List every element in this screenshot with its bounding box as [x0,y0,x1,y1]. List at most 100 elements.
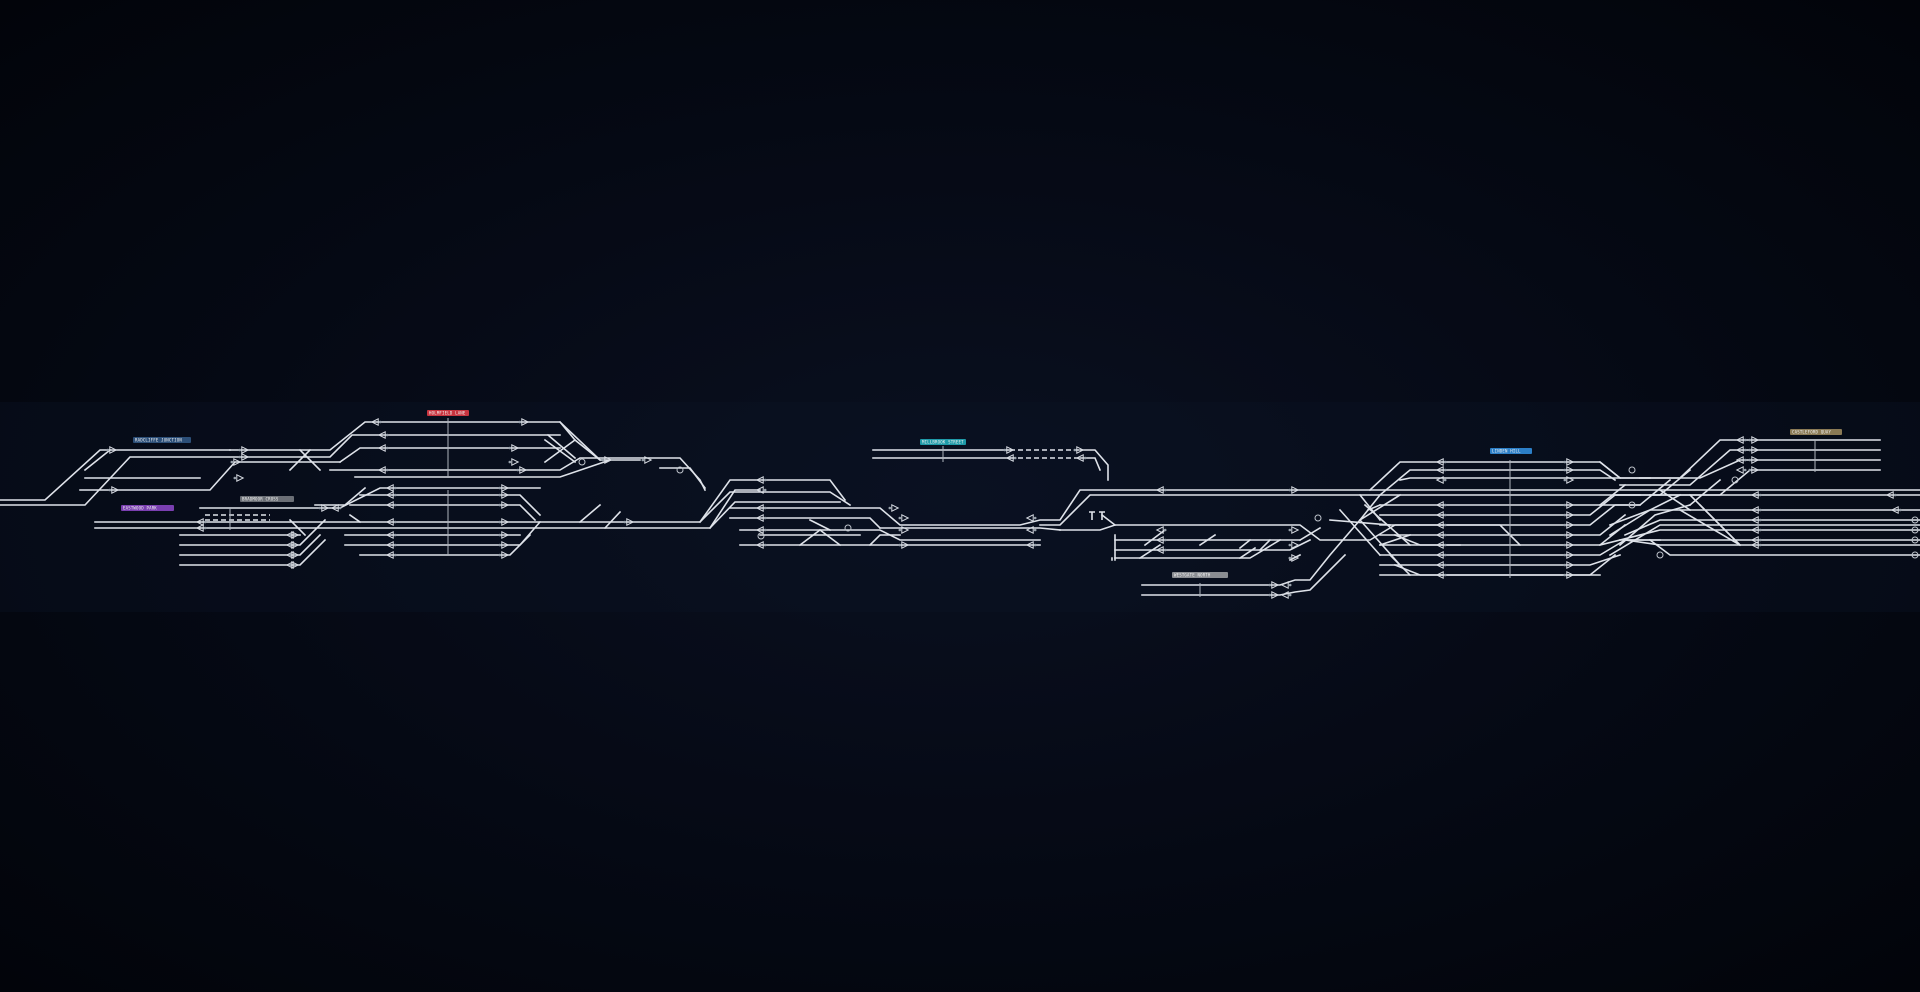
signal-icon [1075,453,1087,463]
signal-icon [233,473,245,483]
signal-icon [641,455,653,465]
signal-icon [1435,457,1447,467]
signal-icon [1288,525,1300,535]
signal-icon [1563,530,1575,540]
signal-icon [755,540,767,550]
signal-icon [385,540,397,550]
station-label-eastwood[interactable]: EASTWOOD PARK [121,505,174,511]
signal-icon [755,485,767,495]
signal-icon [1280,590,1292,600]
svg-text:HOLMFIELD LANE: HOLMFIELD LANE [429,411,466,416]
signal-icon [755,475,767,485]
signal-icon [1885,490,1897,500]
svg-text:EASTWOOD PARK: EASTWOOD PARK [123,506,157,511]
signal-icon [1288,553,1300,563]
signal-icon [498,530,510,540]
signal-icon [238,445,250,455]
signal-icon [288,560,300,570]
signal-icon [288,550,300,560]
signal-icon [1025,540,1037,550]
signal-icon [1288,485,1300,495]
signal-icon [1435,465,1447,475]
signal-icon [1563,560,1575,570]
signal-icon [623,517,635,527]
svg-text:CASTLEFORD QUAY: CASTLEFORD QUAY [1792,430,1832,435]
signals [106,417,1902,600]
signal-icon [898,525,910,535]
signal-icon [230,457,242,467]
station-label-castleford[interactable]: CASTLEFORD QUAY [1790,429,1842,435]
signal-icon [898,540,910,550]
signal-icon [288,540,300,550]
signal-icon [195,523,207,533]
signal-icon [498,517,510,527]
signal-icon [1435,510,1447,520]
signal-icon [1435,560,1447,570]
signal-icon [755,525,767,535]
signal-icon [518,417,530,427]
signal-icon [1435,540,1447,550]
signal-icon [498,490,510,500]
signal-icon [508,443,520,453]
signal-icon [498,540,510,550]
signal-icon [1563,510,1575,520]
signal-icon [1563,570,1575,580]
signal-icon [1735,435,1747,445]
signal-icon [1025,525,1037,535]
signal-icon [385,530,397,540]
signal-icon [385,517,397,527]
station-labels: RADCLIFFE JUNCTION HOLMFIELD LANE EASTWO… [121,410,1842,578]
signal-icon [1750,525,1762,535]
signal-icon [1748,445,1760,455]
signal-icon [1155,535,1167,545]
station-label-linden[interactable]: LINDEN HILL [1490,448,1532,454]
svg-text:LINDEN HILL: LINDEN HILL [1492,449,1521,454]
signal-icon [385,550,397,560]
ring-markers [578,458,1919,559]
svg-text:MILLBROOK STREET: MILLBROOK STREET [922,440,964,445]
signal-icon [377,443,389,453]
signal-icon [516,465,528,475]
signal-icon [1748,435,1760,445]
signal-icon [1750,540,1762,550]
svg-text:RADCLIFFE JUNCTION: RADCLIFFE JUNCTION [135,438,182,443]
station-label-bradmoor[interactable]: BRADMOOR CROSS [240,496,294,502]
signal-icon [1155,525,1167,535]
signal-icon [1735,455,1747,465]
station-label-millbrook[interactable]: MILLBROOK STREET [920,439,966,445]
signal-icon [1735,465,1747,475]
signal-icon [1563,457,1575,467]
svg-text:WESTGATE NORTH: WESTGATE NORTH [1174,573,1211,578]
signal-icon [1288,540,1300,550]
signal-icon [1155,485,1167,495]
signal-icon [377,465,389,475]
signal-icon [1005,453,1017,463]
station-label-holmfield[interactable]: HOLMFIELD LANE [427,410,469,416]
signal-icon [1435,520,1447,530]
svg-text:BRADMOOR CROSS: BRADMOOR CROSS [242,497,279,502]
signal-icon [498,483,510,493]
signal-icon [1563,550,1575,560]
station-label-westgate[interactable]: WESTGATE NORTH [1172,572,1228,578]
signal-icon [1748,455,1760,465]
signal-icon [1003,445,1015,455]
signal-icon [755,513,767,523]
signal-icon [755,503,767,513]
signal-icon [1563,540,1575,550]
signal-icon [1073,445,1085,455]
signal-icon [1280,580,1292,590]
signal-icon [1025,513,1037,523]
signal-icon [1435,530,1447,540]
signal-icon [385,490,397,500]
signal-icon [1748,465,1760,475]
track-area-band [0,402,1920,612]
track-section-central [698,449,1920,547]
signal-icon [106,445,118,455]
signal-icon [288,530,300,540]
signal-icon [1890,505,1902,515]
station-label-radcliffe[interactable]: RADCLIFFE JUNCTION [133,437,191,443]
signal-icon [508,457,520,467]
signal-icon [498,500,510,510]
